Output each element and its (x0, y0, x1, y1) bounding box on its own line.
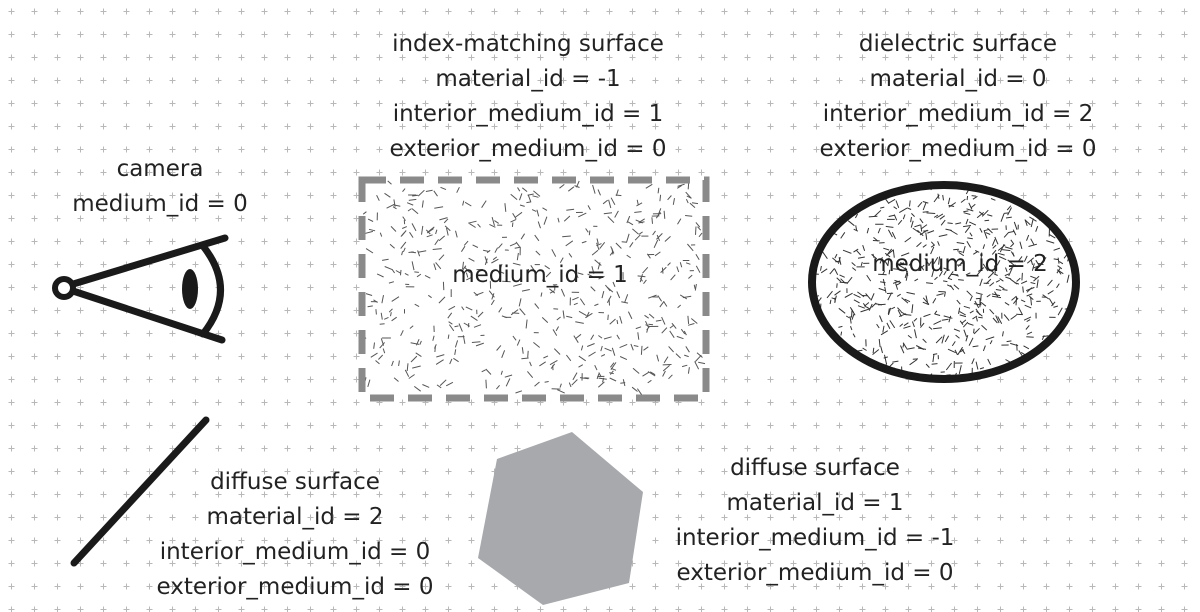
index-matching-exterior-medium-id: exterior_medium_id = 0 (389, 136, 667, 162)
diffuse-line-interior-medium-id: interior_medium_id = 0 (159, 539, 431, 565)
diffuse-line-exterior-medium-id: exterior_medium_id = 0 (156, 574, 434, 600)
diffuse-hexagon-exterior-medium-id: exterior_medium_id = 0 (676, 560, 954, 586)
diffuse-surface-line (70, 416, 210, 567)
dielectric-exterior-medium-id: exterior_medium_id = 0 (819, 136, 1097, 162)
dielectric-surface-label: dielectric surface material_id = 0 inter… (778, 27, 1138, 167)
dielectric-title: dielectric surface (858, 31, 1058, 57)
dielectric-interior-medium-id: interior_medium_id = 2 (822, 101, 1094, 127)
diffuse-line-material-id: material_id = 2 (206, 504, 384, 530)
camera-eye-icon (52, 234, 229, 344)
index-matching-title: index-matching surface (392, 31, 664, 57)
index-matching-dashed-outline (358, 176, 710, 402)
diffuse-hexagon-material-id: material_id = 1 (726, 490, 904, 516)
diffuse-surface-line-label: diffuse surface material_id = 2 interior… (120, 465, 470, 605)
index-matching-material-id: material_id = -1 (435, 66, 621, 92)
diffuse-surface-hexagon-label: diffuse surface material_id = 1 interior… (640, 451, 990, 591)
index-matching-medium-volume (358, 176, 710, 402)
diffuse-line-title: diffuse surface (210, 469, 380, 495)
diffuse-hexagon-title: diffuse surface (730, 455, 900, 481)
dielectric-material-id: material_id = 0 (869, 66, 1047, 92)
dielectric-inner-medium-id: medium_id = 2 (872, 251, 1048, 277)
index-matching-surface-label: index-matching surface material_id = -1 … (348, 27, 708, 167)
camera-medium-id: medium_id = 0 (72, 191, 248, 217)
dielectric-medium-volume (808, 181, 1080, 383)
index-matching-interior-medium-id: interior_medium_id = 1 (392, 101, 664, 127)
camera-label: camera medium_id = 0 (40, 152, 280, 222)
diffuse-hexagon-interior-medium-id: interior_medium_id = -1 (675, 525, 955, 551)
index-matching-inner-medium-id: medium_id = 1 (452, 262, 628, 288)
camera-title: camera (116, 156, 204, 182)
dielectric-ellipse-outline (808, 181, 1080, 383)
diffuse-surface-hexagon (478, 432, 643, 605)
